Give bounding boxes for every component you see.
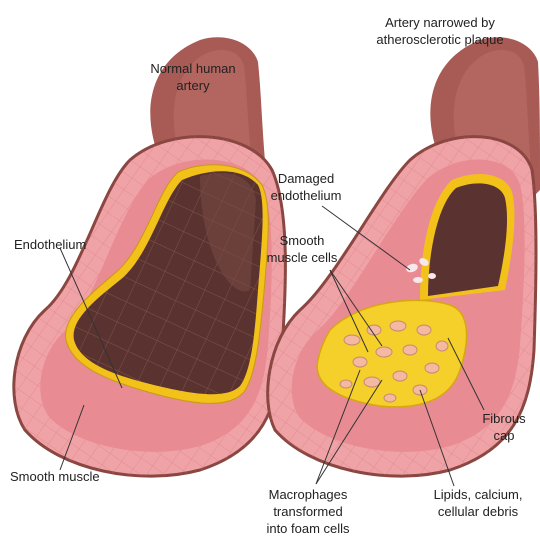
label-smooth-muscle-cells: Smooth muscle cells bbox=[254, 232, 350, 266]
diseased-artery-title-line2: atherosclerotic plaque bbox=[360, 31, 520, 48]
normal-artery-title-line2: artery bbox=[138, 77, 248, 94]
normal-artery-title: Normal human artery bbox=[138, 60, 248, 94]
normal-artery bbox=[14, 37, 286, 476]
diseased-artery-title-line1: Artery narrowed by bbox=[360, 14, 520, 31]
label-smooth-muscle: Smooth muscle bbox=[10, 468, 100, 485]
label-damaged-endothelium: Damaged endothelium bbox=[258, 170, 354, 204]
label-macrophages-line2: transformed bbox=[248, 503, 368, 520]
label-macrophages-line3: into foam cells bbox=[248, 520, 368, 537]
normal-artery-title-line1: Normal human bbox=[138, 60, 248, 77]
label-fibrous-cap: Fibrous cap bbox=[474, 410, 534, 444]
label-fibrous-cap-line2: cap bbox=[474, 427, 534, 444]
label-lipids-line2: cellular debris bbox=[418, 503, 538, 520]
label-endothelium: Endothelium bbox=[14, 236, 86, 253]
label-macrophages-line1: Macrophages bbox=[248, 486, 368, 503]
label-fibrous-cap-line1: Fibrous bbox=[474, 410, 534, 427]
label-damaged-endothelium-line1: Damaged bbox=[258, 170, 354, 187]
label-damaged-endothelium-line2: endothelium bbox=[258, 187, 354, 204]
label-smooth-muscle-cells-line1: Smooth bbox=[254, 232, 350, 249]
label-macrophages: Macrophages transformed into foam cells bbox=[248, 486, 368, 537]
diseased-artery-title: Artery narrowed by atherosclerotic plaqu… bbox=[360, 14, 520, 48]
label-lipids: Lipids, calcium, cellular debris bbox=[418, 486, 538, 520]
label-lipids-line1: Lipids, calcium, bbox=[418, 486, 538, 503]
label-smooth-muscle-cells-line2: muscle cells bbox=[254, 249, 350, 266]
